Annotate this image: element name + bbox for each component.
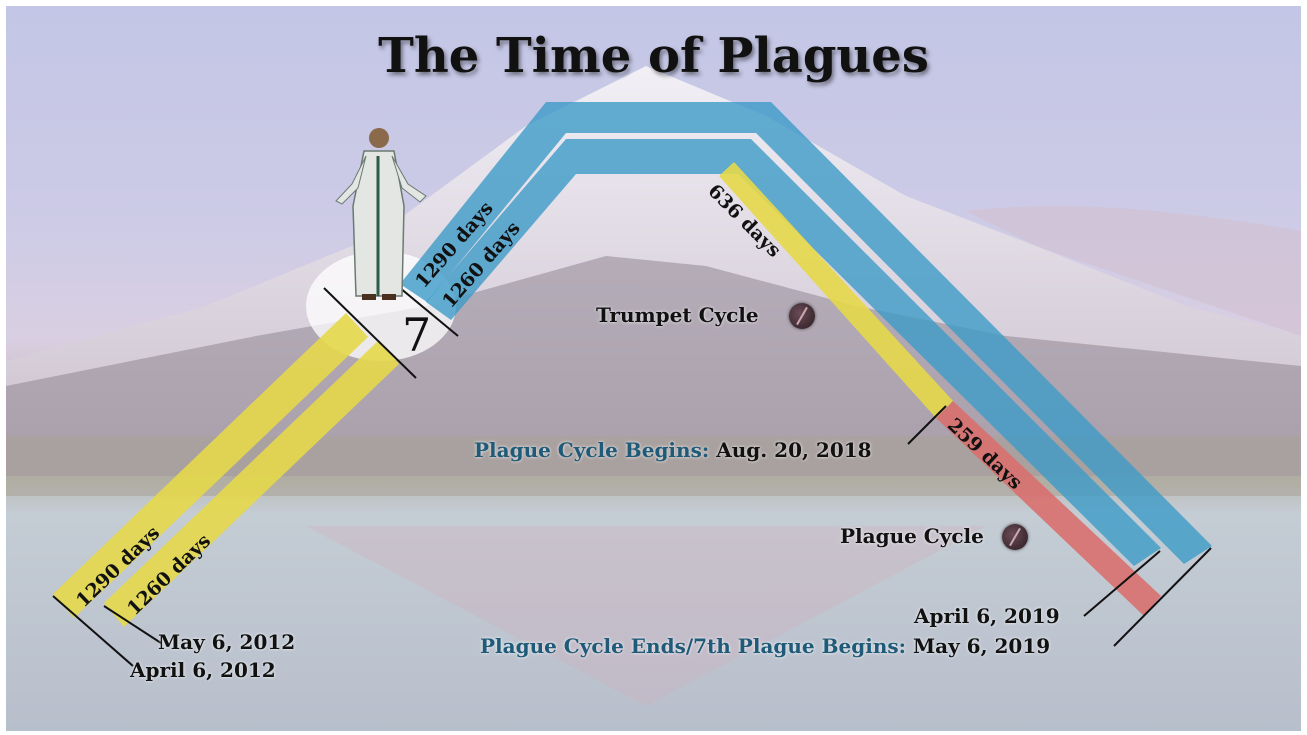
step-number: 7 xyxy=(402,308,431,362)
plague-begins-line: Plague Cycle Begins: Aug. 20, 2018 xyxy=(474,438,872,462)
end-date-outer: April 6, 2019 xyxy=(914,604,1060,628)
plague-ends-line: Plague Cycle Ends/7th Plague Begins: May… xyxy=(480,634,1050,658)
trumpet-cycle-label: Trumpet Cycle xyxy=(596,303,759,327)
plague-begins-date: Aug. 20, 2018 xyxy=(716,438,871,462)
plague-begins-label: Plague Cycle Begins: xyxy=(474,438,709,462)
plague-ends-label: Plague Cycle Ends/7th Plague Begins: xyxy=(480,634,906,658)
slide-title: The Time of Plagues xyxy=(6,28,1301,84)
plague-cycle-label: Plague Cycle xyxy=(840,524,984,548)
plague-ends-date: May 6, 2019 xyxy=(913,634,1050,658)
start-date-inner: May 6, 2012 xyxy=(158,630,295,654)
trumpet-cycle-icon xyxy=(789,303,815,329)
start-date-outer: April 6, 2012 xyxy=(130,658,276,682)
diagram-canvas xyxy=(6,6,1301,731)
plague-cycle-icon xyxy=(1002,524,1028,550)
slide: The Time of Plagues 7 1290 days 1260 day… xyxy=(6,6,1301,731)
